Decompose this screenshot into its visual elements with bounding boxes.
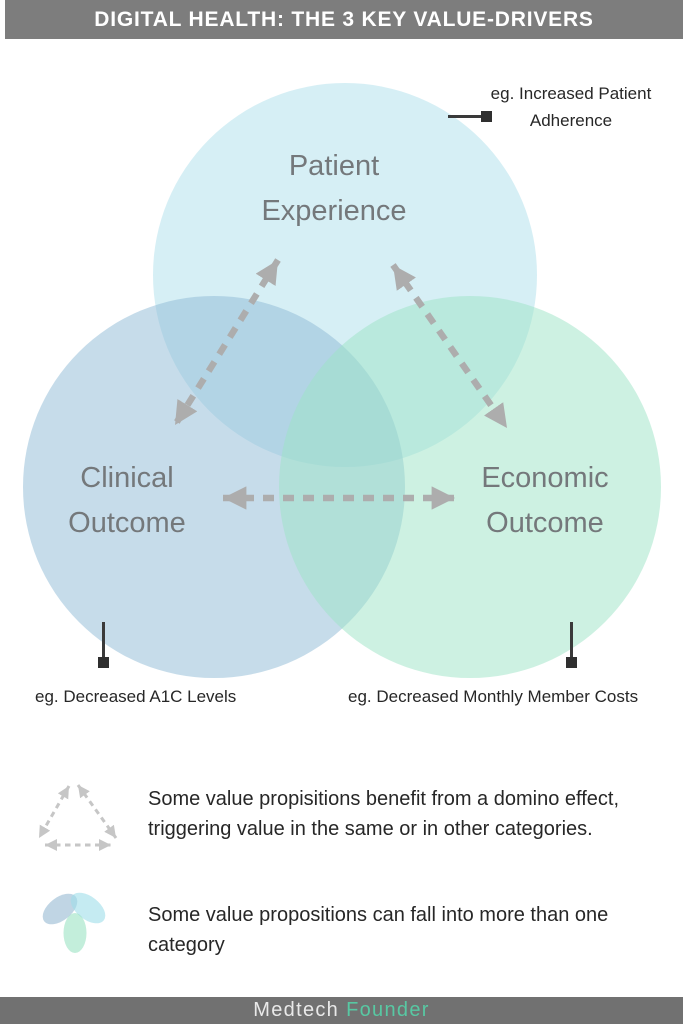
multi-category-icon <box>42 892 106 953</box>
legend-item-multicategory-text: Some value propositions can fall into mo… <box>148 904 609 956</box>
circle-label-economic-outcome: Economic Outcome <box>435 456 655 546</box>
brand-founder: Founder <box>346 999 430 1021</box>
footer-bar: Medtech Founder <box>0 997 683 1024</box>
label-line: Clinical <box>80 462 174 494</box>
header-title: DIGITAL HEALTH: THE 3 KEY VALUE-DRIVERS <box>94 7 594 31</box>
annotation-line: eg. Increased Patient <box>490 84 652 103</box>
legend-item-domino-text: Some value propisitions benefit from a d… <box>148 788 619 840</box>
circle-label-patient-experience: Patient Experience <box>224 144 444 234</box>
label-line: Patient <box>288 150 380 182</box>
leader-line-economic <box>570 622 573 659</box>
label-line: Outcome <box>486 507 604 539</box>
label-line: Experience <box>261 195 407 227</box>
leader-line-patient <box>448 115 482 118</box>
annotation-clinical-example: eg. Decreased A1C Levels <box>35 687 237 706</box>
leader-square-patient <box>481 111 492 122</box>
leader-square-economic <box>566 657 577 668</box>
header-bar: DIGITAL HEALTH: THE 3 KEY VALUE-DRIVERS <box>5 0 683 39</box>
annotation-patient-example: eg. Increased Patient Adherence <box>475 80 667 134</box>
leader-square-clinical <box>98 657 109 668</box>
label-line: Economic <box>481 462 609 494</box>
brand-medtech: Medtech <box>253 999 340 1021</box>
annotation-line: Adherence <box>529 111 613 130</box>
label-line: Outcome <box>68 507 186 539</box>
leader-line-clinical <box>102 622 105 659</box>
annotation-economic-example: eg. Decreased Monthly Member Costs <box>348 687 639 706</box>
domino-effect-icon <box>37 784 118 851</box>
circle-label-clinical-outcome: Clinical Outcome <box>17 456 237 546</box>
